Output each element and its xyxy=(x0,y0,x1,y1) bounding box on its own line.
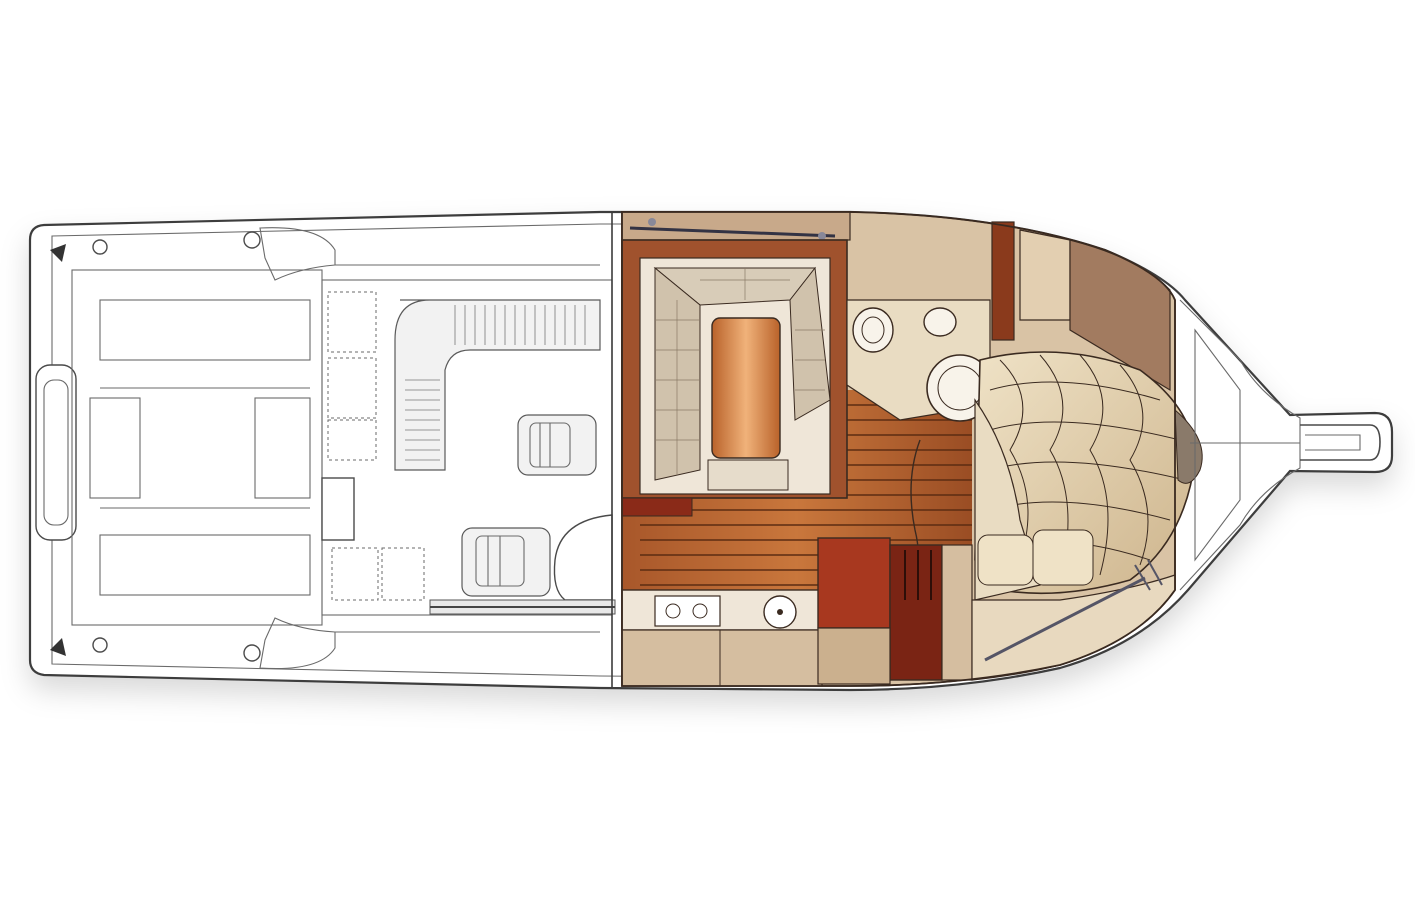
helm-chair-starboard xyxy=(461,527,551,597)
wet-bar xyxy=(321,477,355,541)
cabin xyxy=(621,211,1203,687)
side-cabinet xyxy=(941,544,973,681)
stove-icon xyxy=(654,595,721,627)
fitting-2 xyxy=(243,231,261,249)
rail-knob-1 xyxy=(648,218,656,226)
galley xyxy=(621,589,823,687)
sink-icon xyxy=(923,307,957,337)
v-berth xyxy=(974,351,1203,595)
galley-sink-drain xyxy=(777,609,783,615)
stove-burner-2 xyxy=(692,603,708,619)
shower-bevel-right xyxy=(789,266,831,421)
hatch-aft-port xyxy=(99,299,311,361)
settee-cushion-2 xyxy=(977,534,1034,586)
toilet-bowl xyxy=(861,316,885,344)
cabin-outline xyxy=(621,211,1176,687)
bow-pulpit xyxy=(1179,299,1381,591)
mast-post xyxy=(991,221,1015,341)
pulpit-rail xyxy=(1300,424,1381,461)
lounge-seat xyxy=(394,299,601,471)
side-deck-port xyxy=(259,227,336,281)
tile-grid xyxy=(655,268,825,475)
fitting-1 xyxy=(92,239,108,255)
storage-box-2 xyxy=(327,357,377,419)
dinette-table xyxy=(817,537,891,629)
lounge-seat-slats xyxy=(405,305,586,461)
settee-cushion-3 xyxy=(1032,529,1094,586)
grab-rail-bottom xyxy=(984,576,1146,662)
galley-cabinet-lower xyxy=(621,629,823,687)
rail-brace-1 xyxy=(1134,564,1151,591)
settee xyxy=(974,398,1094,601)
foredeck-hatch xyxy=(1194,328,1241,562)
cleat-stern-starboard xyxy=(50,638,66,656)
ladder-rungs xyxy=(904,550,932,600)
helm-chair-port xyxy=(517,414,597,476)
grab-rail-top xyxy=(629,226,836,238)
fitting-3 xyxy=(92,637,108,653)
toilet-icon xyxy=(852,307,894,353)
vanity-area xyxy=(846,299,994,422)
helm-console xyxy=(553,514,613,601)
transom xyxy=(35,364,77,541)
shower-pan xyxy=(711,317,781,459)
helm-deck xyxy=(321,212,616,688)
cleat-stern-port xyxy=(50,244,66,262)
anchor-roller xyxy=(1305,434,1361,451)
storage-box-4 xyxy=(331,547,379,601)
bow-locker xyxy=(1019,229,1071,321)
shower-bevel-left xyxy=(654,266,701,481)
stove-burner-1 xyxy=(665,603,681,619)
transom-door xyxy=(43,379,69,526)
storage-box-5 xyxy=(381,547,425,601)
hatch-mid-right xyxy=(254,397,311,499)
side-deck-starboard xyxy=(259,617,336,670)
fitting-4 xyxy=(243,644,261,662)
cockpit xyxy=(35,227,600,670)
storage-box-1 xyxy=(327,291,377,353)
rail-brace-2 xyxy=(1147,559,1163,586)
head-compartment xyxy=(621,239,848,517)
nav-station xyxy=(817,627,891,685)
head-door-jamb xyxy=(621,497,693,517)
hatch-aft-starboard xyxy=(99,534,311,596)
shower-step xyxy=(707,459,789,491)
rail-knob-2 xyxy=(818,232,826,240)
storage-box-3 xyxy=(327,419,377,461)
hatch-mid-left xyxy=(89,397,141,499)
companion-ladder xyxy=(889,544,943,681)
